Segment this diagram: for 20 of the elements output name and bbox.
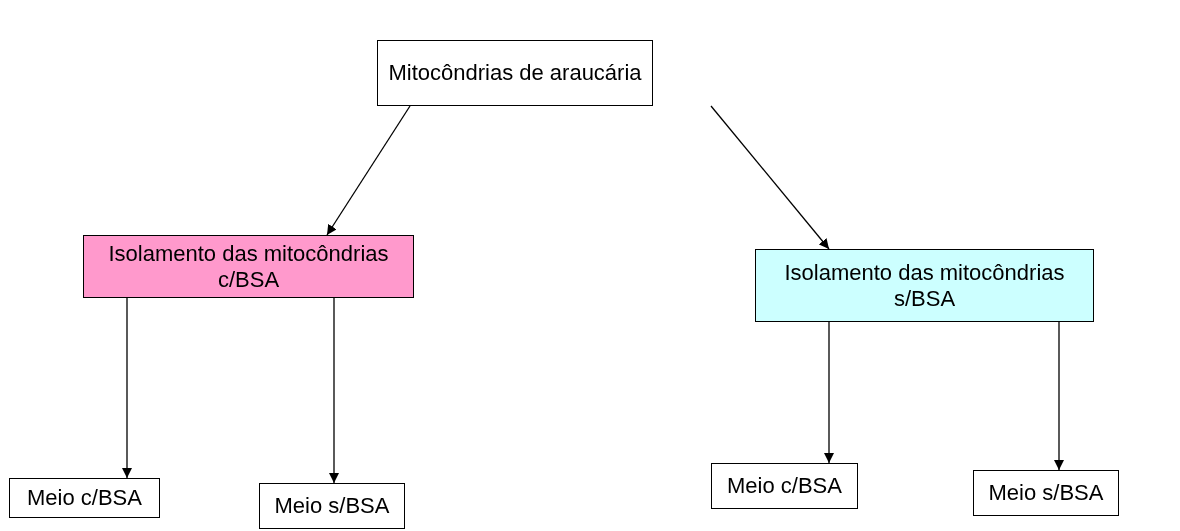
process-box [711,463,858,509]
process-box [973,470,1119,516]
box-label: Isolamento das mitocôndrias c/BSA [107,240,390,293]
arrow [710,105,830,250]
process-box [259,483,405,529]
arrow [1054,321,1064,471]
process-box [9,478,160,518]
box-label: Isolamento das mitocôndrias s/BSA [783,259,1066,312]
box-label: Mitocôndrias de araucária [388,60,642,86]
arrow [824,321,834,464]
box-label: Meio s/BSA [274,493,390,519]
arrow [122,297,132,479]
arrow [326,105,411,236]
box-label: Meio c/BSA [27,485,142,511]
process-box [755,249,1094,322]
arrow [329,297,339,484]
process-box [377,40,653,106]
process-box [83,235,414,298]
box-label: Meio s/BSA [988,480,1104,506]
box-label: Meio c/BSA [727,473,842,499]
